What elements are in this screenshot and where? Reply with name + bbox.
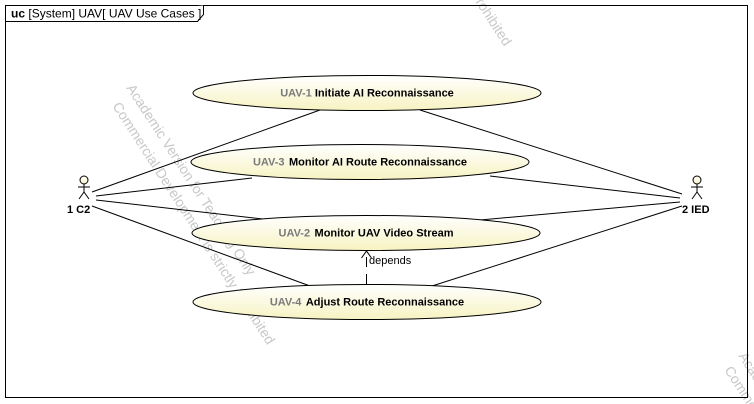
use-case-label: UAV-1 Initiate AI Reconnaissance: [280, 88, 454, 100]
association-ied-uc4[interactable]: [431, 205, 683, 287]
use-case-ellipse[interactable]: [191, 215, 541, 251]
stick-figure-icon: [78, 175, 90, 200]
stick-figure-icon: [691, 175, 703, 200]
association-c2-uc4[interactable]: [91, 205, 311, 287]
use-case-code: UAV-4: [270, 297, 302, 309]
actor-ied[interactable]: 2 IED: [682, 175, 710, 216]
actor-label: 2 IED: [682, 204, 710, 216]
use-case-code: UAV-3: [253, 157, 285, 169]
association-c2-uc1[interactable]: [91, 109, 321, 193]
diagram-frame: uc [System] UAV[ UAV Use Cases ]: [5, 5, 748, 398]
use-case-code: UAV-1: [280, 88, 315, 100]
use-case-name: Adjust Route Reconnaissance: [306, 297, 464, 309]
use-case-uc2[interactable]: UAV-2 Monitor UAV Video Stream: [191, 215, 541, 251]
dependency-arrowhead-icon: [361, 250, 372, 259]
use-case-label: UAV-3 Monitor AI Route Reconnaissance: [253, 153, 467, 170]
association-ied-uc1[interactable]: [419, 109, 683, 195]
watermark-top-fragment: Prohibited: [467, 0, 515, 49]
dependency-label: depends: [369, 255, 412, 267]
use-case-label: UAV-4 Adjust Route Reconnaissance: [270, 293, 464, 310]
frame-title: uc [System] UAV[ UAV Use Cases ]: [11, 7, 201, 21]
use-case-label: UAV-2 Monitor UAV Video Stream: [279, 224, 454, 241]
use-case-ellipse[interactable]: [192, 75, 542, 111]
association-ied-uc2[interactable]: [479, 201, 681, 221]
frame-keyword: uc: [11, 7, 25, 21]
use-case-name: Monitor UAV Video Stream: [315, 228, 454, 240]
association-ied-uc3[interactable]: [489, 175, 681, 199]
dependency-uc4-uc2[interactable]: depends: [361, 250, 412, 284]
association-c2-uc3[interactable]: [95, 177, 253, 197]
use-case-ellipse[interactable]: [190, 144, 530, 180]
frame-border: [5, 5, 748, 398]
frame-title-text: [System] UAV[ UAV Use Cases ]: [28, 7, 201, 21]
watermark-layer: Academic Version for Teaching Only Comme…: [109, 0, 754, 404]
use-case-uc1[interactable]: UAV-1 Initiate AI Reconnaissance: [192, 75, 542, 111]
use-case-ellipse[interactable]: [192, 284, 542, 320]
use-case-name: Initiate AI Reconnaissance: [315, 88, 454, 100]
association-layer: [91, 109, 683, 287]
frame-title-tab: [5, 5, 204, 22]
actor-c2[interactable]: 1 C2: [67, 175, 90, 216]
association-c2-uc2[interactable]: [95, 199, 264, 220]
use-case-uc4[interactable]: UAV-4 Adjust Route Reconnaissance: [192, 284, 542, 320]
use-case-uc3[interactable]: UAV-3 Monitor AI Route Reconnaissance: [190, 144, 530, 180]
use-case-name: Monitor AI Route Reconnaissance: [289, 157, 467, 169]
use-case-code: UAV-2: [279, 228, 311, 240]
actor-label: 1 C2: [67, 204, 90, 216]
